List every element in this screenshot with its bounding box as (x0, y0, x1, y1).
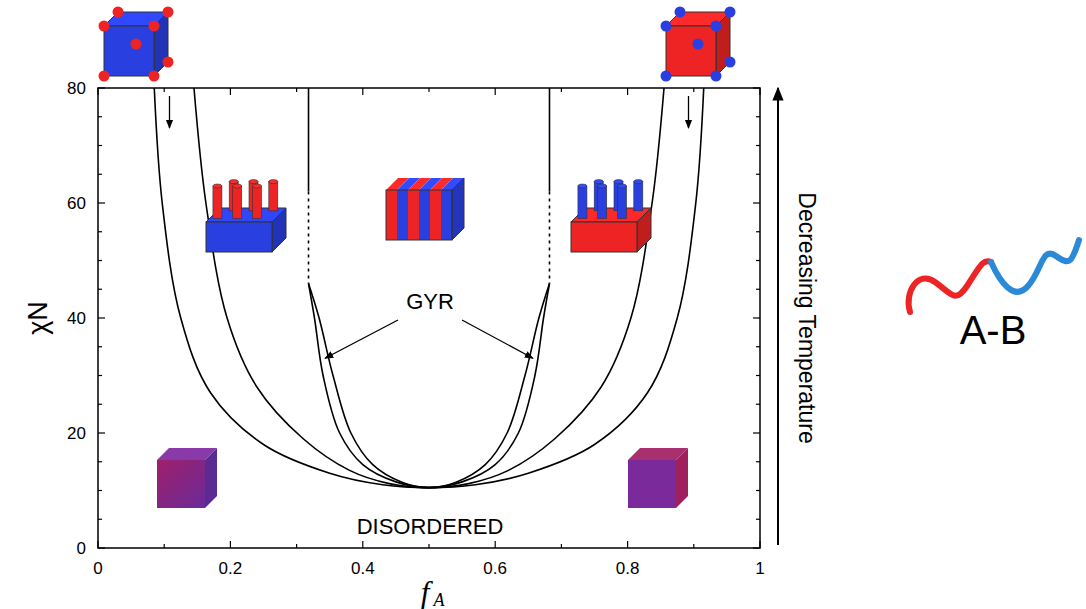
tick-label: 0.4 (351, 560, 375, 577)
bcc-spheres-icon (99, 7, 174, 82)
chart-label: A-B (960, 310, 1027, 350)
temperature-arrow (777, 88, 779, 545)
tick-label: 1 (755, 560, 764, 577)
tick-label: 60 (67, 195, 86, 212)
disordered-icon (628, 448, 688, 508)
hex-cylinders-icon (206, 180, 286, 252)
plot-frame (98, 88, 760, 548)
chart-label: DISORDERED (357, 516, 504, 538)
tick-label: 0 (93, 560, 102, 577)
axis-label: χN (25, 301, 52, 335)
axis-label: A (434, 591, 445, 609)
axis-label: f (421, 577, 430, 608)
disordered-icon (157, 448, 217, 508)
phase-boundaries (154, 88, 703, 488)
hex-cylinders-icon (571, 180, 651, 252)
tick-label: 80 (67, 80, 86, 97)
tick-label: 0.2 (219, 560, 243, 577)
tick-label: 0 (77, 540, 86, 557)
axis-ticks (98, 88, 760, 548)
leader-arrows (169, 96, 688, 358)
lamellae-icon (386, 178, 464, 240)
tick-label: 0.6 (483, 560, 507, 577)
chart-label: GYR (406, 291, 454, 313)
tick-label: 20 (67, 425, 86, 442)
tick-label: 0.8 (616, 560, 640, 577)
tick-label: 40 (67, 310, 86, 327)
chart-label: Decreasing Temperature (795, 192, 818, 443)
bcc-spheres-icon (661, 7, 736, 82)
diblock-molecule (909, 240, 1079, 312)
